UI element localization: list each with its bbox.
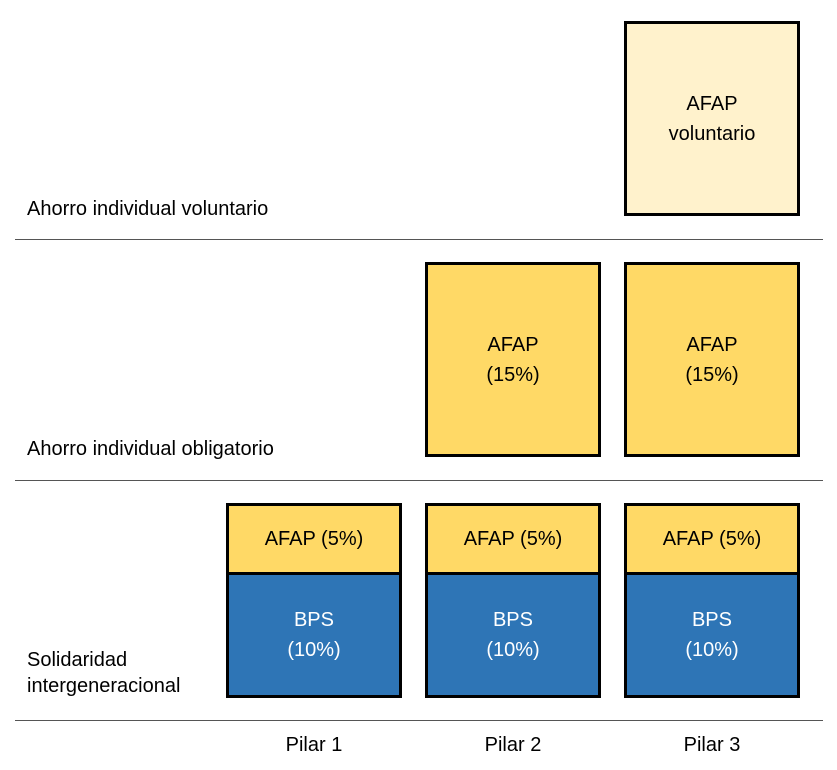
box-line: (10%) <box>287 639 341 661</box>
box-line: AFAP <box>686 92 738 115</box>
row-label-voluntary: Ahorro individual voluntario <box>27 198 269 220</box>
pilar1-afap-5-box: AFAP (5%) <box>226 503 402 575</box>
column-label-pilar-1: Pilar 1 <box>285 734 343 756</box>
box-line: (10%) <box>685 639 739 661</box>
divider-voluntary-mandatory <box>15 239 823 240</box>
box-line: (15%) <box>486 363 540 386</box>
divider-mandatory-solidarity <box>15 480 823 481</box>
box-line: BPS <box>691 609 732 631</box>
box-line: (15%) <box>685 363 739 386</box>
box-line: (10%) <box>486 639 540 661</box>
pilar2-afap-5-box: AFAP (5%) <box>425 503 601 575</box>
row-label-solidarity: Solidaridad intergeneracional <box>27 647 180 699</box>
pilar3-afap-mandatory-box: AFAP (15%) <box>624 262 800 457</box>
box-line: AFAP <box>487 333 539 356</box>
pilar3-afap-voluntary-box: AFAP voluntario <box>624 21 800 216</box>
pilar2-bps-box: BPS (10%) <box>425 572 601 698</box>
row-label-mandatory: Ahorro individual obligatorio <box>27 438 274 460</box>
pilar3-afap-5-box: AFAP (5%) <box>624 503 800 575</box>
box-line: AFAP <box>686 333 738 356</box>
pilar3-bps-box: BPS (10%) <box>624 572 800 698</box>
pilar2-afap-mandatory-box: AFAP (15%) <box>425 262 601 457</box>
box-line: BPS <box>492 609 533 631</box>
row-label-solidarity-line1: Solidaridad <box>27 649 128 671</box>
box-line: voluntario <box>668 122 756 145</box>
pilar1-bps-box: BPS (10%) <box>226 572 402 698</box>
row-label-solidarity-line2: intergeneracional <box>27 675 181 697</box>
divider-solidarity-columns <box>15 720 823 721</box>
box-line: BPS <box>293 609 334 631</box>
column-label-pilar-2: Pilar 2 <box>484 734 542 756</box>
column-label-pilar-3: Pilar 3 <box>683 734 741 756</box>
